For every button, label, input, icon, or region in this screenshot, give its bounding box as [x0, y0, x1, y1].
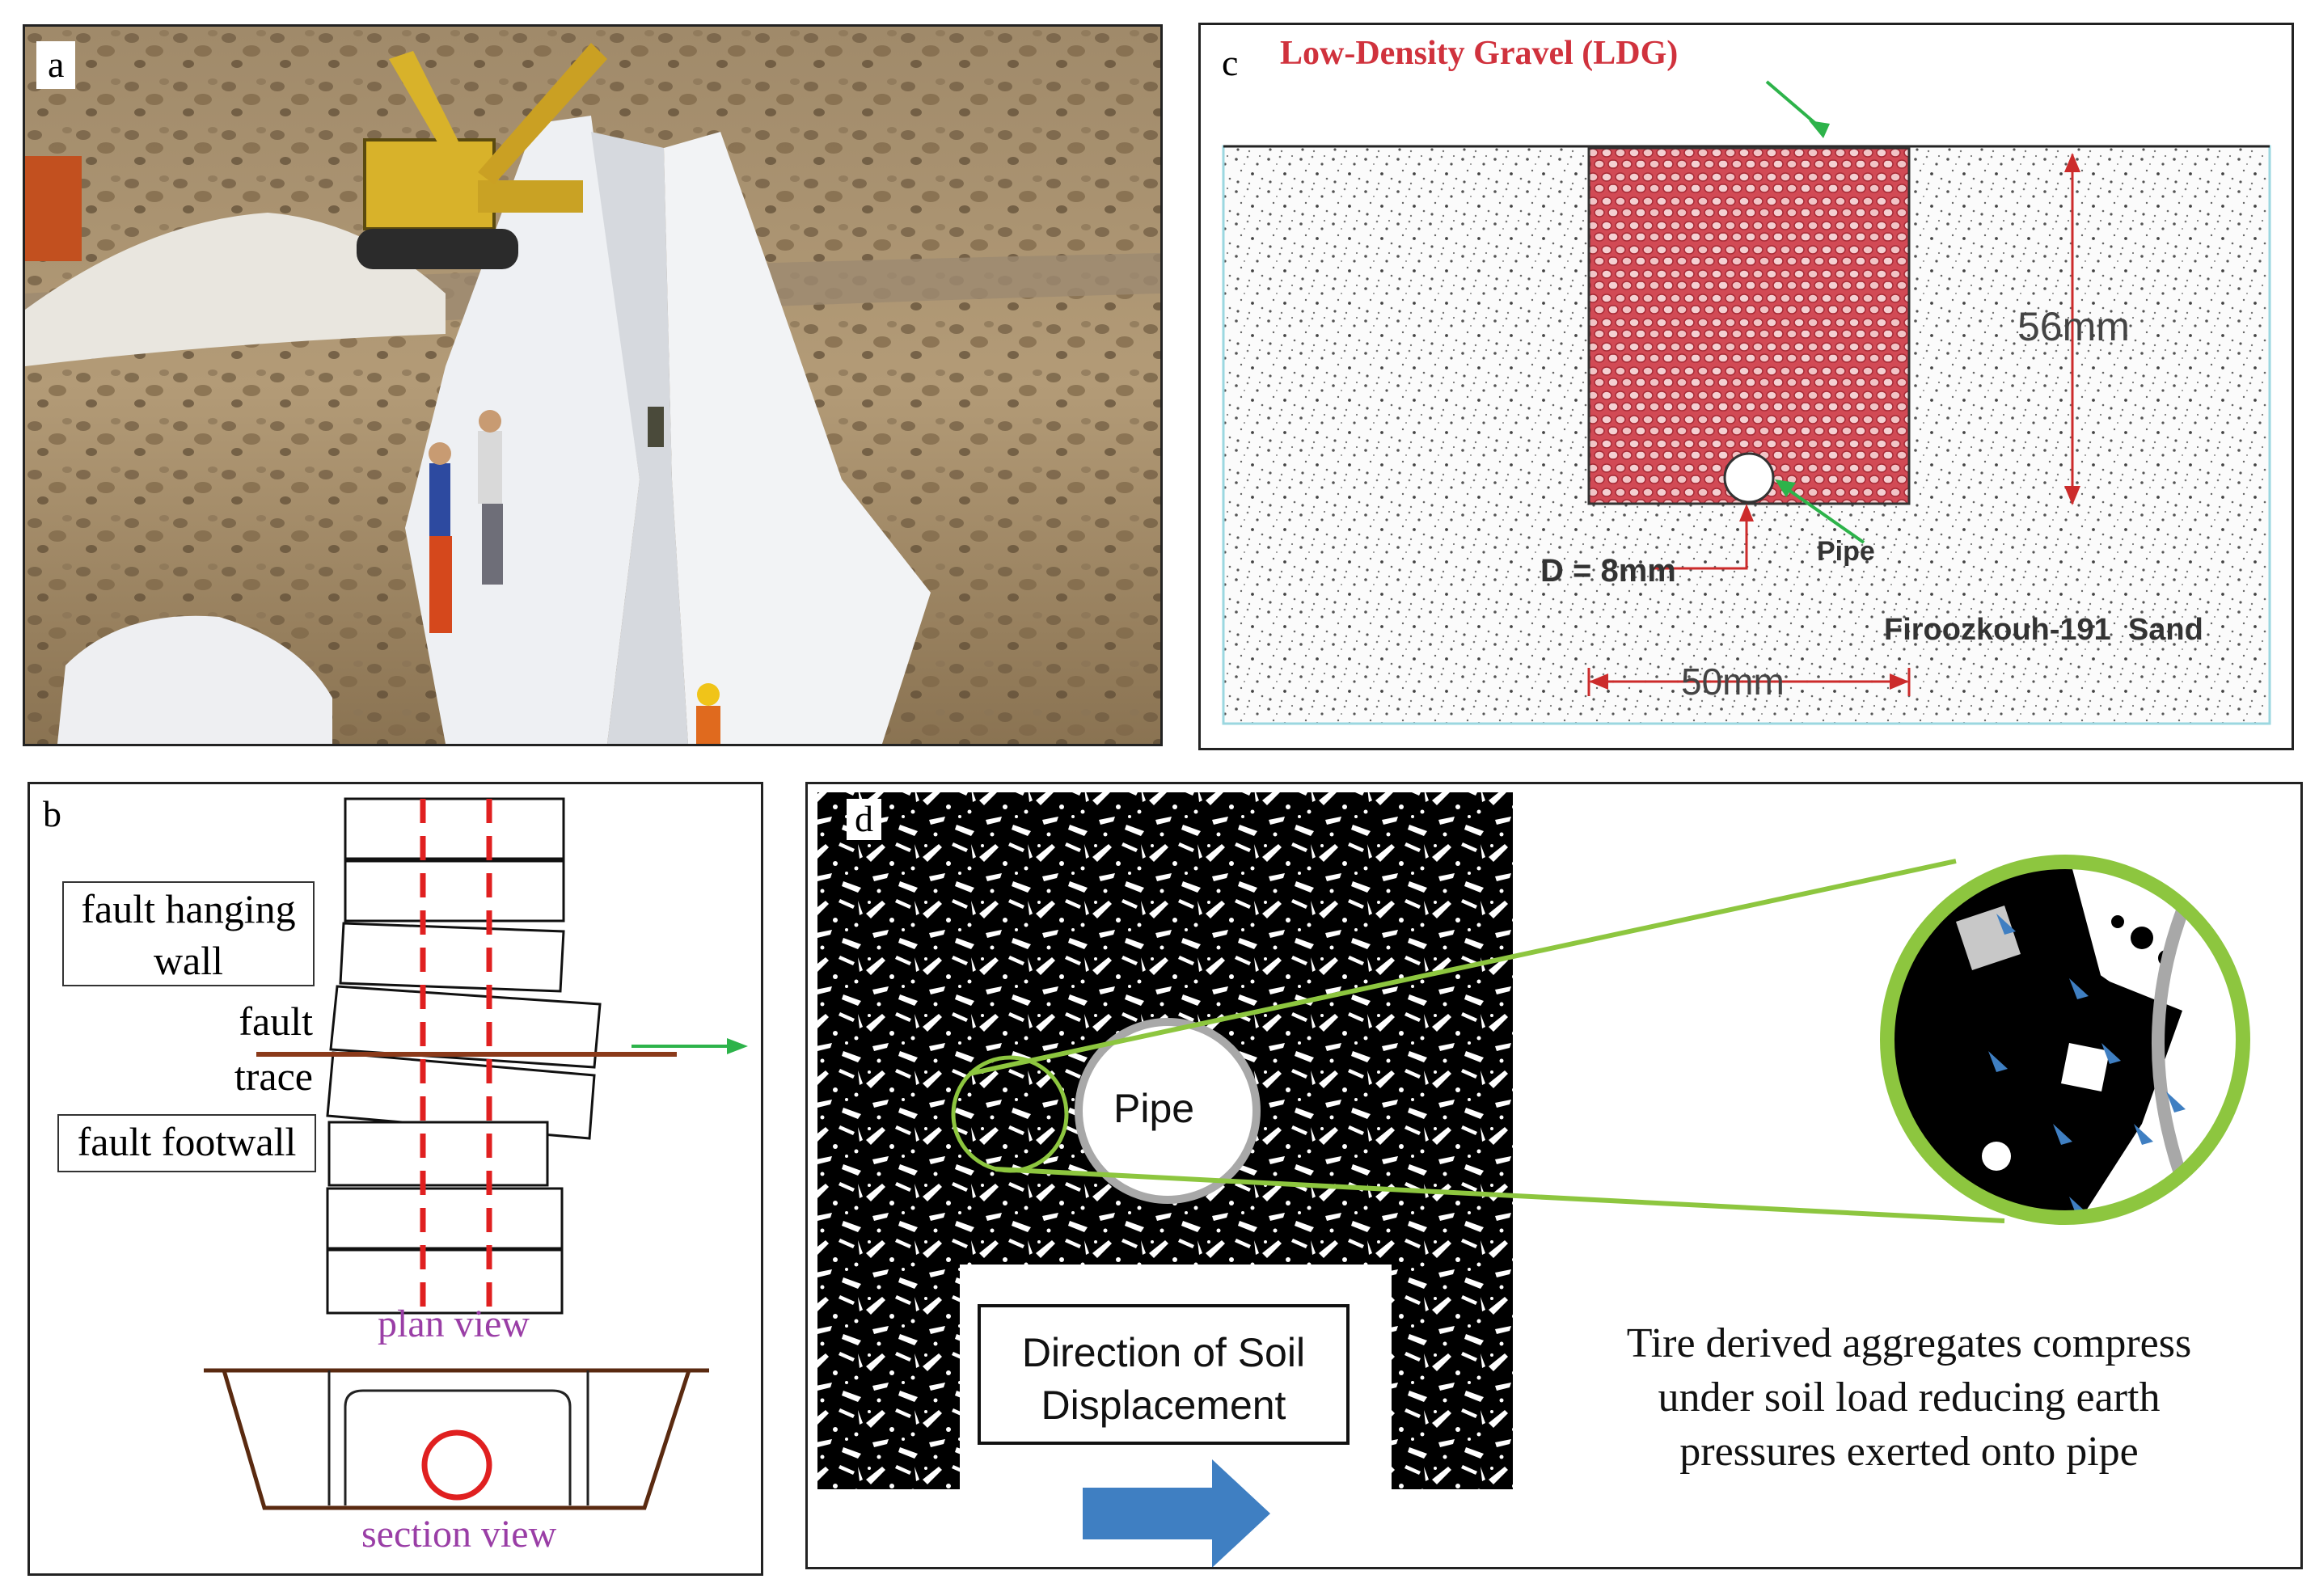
panel-b-label: b — [38, 793, 66, 835]
ldg-block — [1587, 146, 1911, 505]
tda-pipe-label: Pipe — [1113, 1086, 1194, 1131]
panel-b-fault-views: b fault hanging wall fault trace fault f… — [27, 782, 763, 1576]
fault-plan-section-drawing — [204, 797, 748, 1510]
caption-line-1: Tire derived aggregates compress — [1627, 1320, 2191, 1366]
fault-trace-label: fault trace — [234, 999, 313, 1099]
tda-pipe-circle — [1075, 1018, 1261, 1204]
panel-c-ldg-section: Low-Density Gravel (LDG) 56mm Pipe D = 8… — [1198, 23, 2294, 750]
plan-view-label: plan view — [378, 1303, 530, 1345]
section-view-label: section view — [361, 1513, 557, 1556]
zoom-detail — [1887, 862, 2243, 1218]
direction-box — [978, 1304, 1350, 1445]
direction-line-2: Displacement — [1041, 1383, 1286, 1428]
pipe-segments — [326, 797, 602, 1315]
workers — [429, 407, 720, 744]
section-pipe-circle — [421, 1429, 492, 1501]
displacement-arrow — [1083, 1459, 1270, 1567]
caption-line-3: pressures exerted onto pipe — [1679, 1429, 2138, 1475]
height-dimension-label: 56mm — [2017, 304, 2130, 349]
caption-line-2: under soil load reducing earth — [1658, 1374, 2161, 1421]
sand-label: Firoozkouh-191 Sand — [1884, 613, 2203, 647]
footwall-label: fault footwall — [57, 1114, 316, 1172]
zoom-circle-border — [1880, 855, 2250, 1225]
trench-photo — [25, 27, 1160, 744]
panel-d-label: d — [847, 798, 881, 840]
panel-a-label: a — [36, 41, 76, 89]
pressure-arrows — [1988, 914, 2186, 1218]
pipe-circle — [1723, 452, 1775, 504]
panel-d-tda-schematic: Pipe Direction of Soil Displacement Tire… — [805, 782, 2303, 1569]
ldg-section-drawing: Low-Density Gravel (LDG) 56mm Pipe D = 8… — [1222, 35, 2271, 725]
zoom-line-top — [969, 859, 1957, 1076]
section-view-drawing — [204, 1368, 709, 1510]
pipe-label: Pipe — [1817, 536, 1875, 567]
excavator — [357, 43, 607, 269]
diameter-label: D = 8mm — [1540, 553, 1676, 589]
zoom-line-bottom — [995, 1167, 2005, 1223]
tda-schematic-drawing: Pipe Direction of Soil Displacement Tire… — [817, 792, 2250, 1567]
ldg-title: Low-Density Gravel (LDG) — [1280, 35, 1678, 72]
width-dimension-label: 50mm — [1681, 661, 1785, 703]
panel-a-photo: a — [23, 24, 1163, 746]
direction-line-1: Direction of Soil — [1022, 1330, 1305, 1375]
panel-c-label: c — [1217, 42, 1244, 84]
hanging-wall-label: fault hanging wall — [62, 881, 315, 986]
